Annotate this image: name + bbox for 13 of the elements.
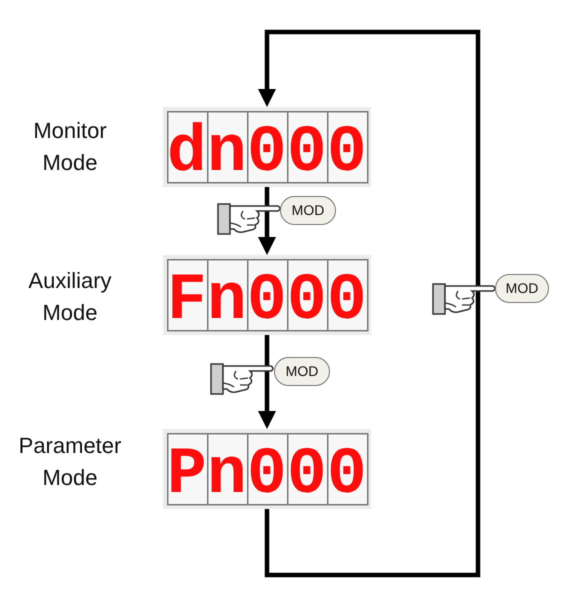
key-label: MOD (280, 196, 336, 225)
led-display (163, 255, 371, 335)
mode-label: Auxiliary Mode (27, 267, 113, 327)
arrow (258, 335, 276, 429)
arrow (258, 187, 276, 255)
mode-label: Monitor Mode (32, 117, 108, 177)
key-label: MOD (274, 357, 330, 386)
display-readout: Fn000 (167, 268, 368, 334)
display-readout: dn000 (167, 120, 368, 186)
mode-label: Parameter Mode (18, 432, 122, 492)
led-display (163, 429, 371, 509)
led-display (163, 107, 371, 187)
display-readout: Pn000 (167, 442, 368, 508)
